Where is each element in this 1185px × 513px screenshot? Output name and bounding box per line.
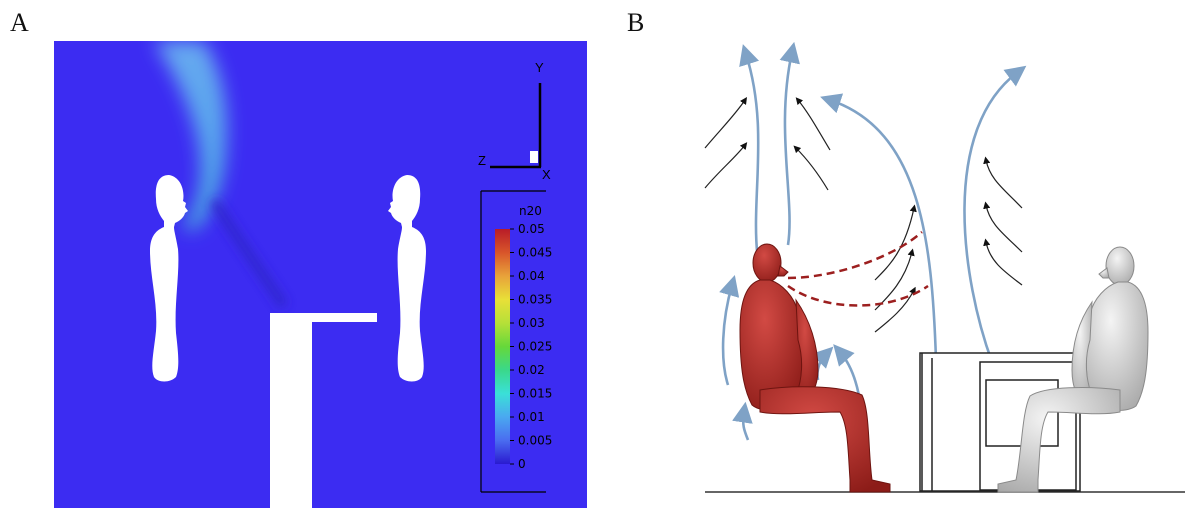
panel-label-a: A <box>10 8 29 38</box>
legend-tick-label: 0 <box>518 457 526 471</box>
legend-tick-label: 0.005 <box>518 434 552 448</box>
legend-tick-label: 0.035 <box>518 293 552 307</box>
cfd-contour-svg: Y Z X n20 0.05 0.045 0.04 0.035 0.03 0.025 0.0… <box>54 41 587 508</box>
legend-tick-label: 0.01 <box>518 410 545 424</box>
infected-person-figure <box>740 244 890 492</box>
y-axis-label: Y <box>535 60 544 75</box>
legend-tick-label: 0.04 <box>518 269 545 283</box>
airflow-illustration-svg <box>700 40 1185 508</box>
legend-title: n20 <box>519 204 542 218</box>
x-axis-label: X <box>542 167 551 182</box>
legend-colorbar <box>495 229 510 464</box>
airflow-illustration-panel <box>700 40 1185 508</box>
exhaled-airflow-dashes <box>788 232 928 306</box>
legend-tick-label: 0.03 <box>518 316 545 330</box>
legend-tick-label: 0.015 <box>518 387 552 401</box>
legend-tick-label: 0.02 <box>518 363 545 377</box>
z-axis-label: Z <box>478 153 486 168</box>
cfd-contour-panel: Y Z X n20 0.05 0.045 0.04 0.035 0.03 0.025 0.0… <box>54 41 587 508</box>
legend-tick-label: 0.025 <box>518 340 552 354</box>
panel-label-b: B <box>627 8 644 38</box>
legend-tick-label: 0.045 <box>518 246 552 260</box>
legend-tick-label: 0.05 <box>518 222 545 236</box>
desk-illustration <box>920 353 1080 491</box>
